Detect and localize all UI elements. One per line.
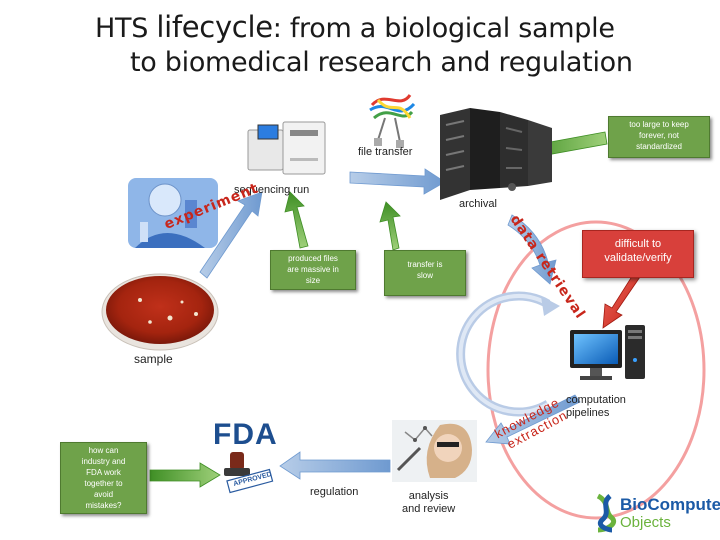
sequencer-icon	[247, 121, 326, 175]
server-racks-icon	[440, 108, 552, 200]
analyst-icon	[392, 420, 477, 482]
file-transfer-label: file transfer	[358, 146, 413, 158]
arrow-computation-to-analysis	[485, 394, 581, 445]
biocompute-logo: BioCompute Objects	[620, 495, 720, 532]
arrow-produced-files	[284, 191, 309, 249]
analysis-review-label: analysis and review	[402, 490, 456, 515]
title-rest: : from a biological sample	[272, 13, 615, 44]
cycle-arrow-icon	[456, 291, 560, 417]
biocompute-logo-icon	[596, 493, 616, 533]
produced-files-box: produced files are massive in size	[270, 250, 356, 290]
arrow-industry-fda	[149, 462, 221, 488]
page-title: HTS lifecycle: from a biological sample …	[95, 10, 655, 80]
highlight-ellipse	[486, 220, 706, 520]
title-line2: to biomedical research and regulation	[130, 47, 633, 78]
validate-box: difficult to validate/verify	[582, 230, 694, 278]
cables-icon	[369, 94, 416, 148]
computation-pipelines-label: computation pipelines	[566, 394, 626, 419]
arrow-sample-to-sequencing	[199, 191, 263, 279]
transfer-slow-box: transfer is slow	[384, 250, 466, 296]
arrow-validate	[602, 269, 643, 329]
sequencing-run-label: sequencing run	[234, 184, 310, 196]
arrow-transfer-slow	[379, 201, 401, 251]
title-lifecycle-word: lifecycle	[156, 10, 273, 44]
arrow-analysis-to-regulation	[279, 451, 391, 480]
sample-label: sample	[134, 352, 173, 366]
computer-icon	[570, 325, 645, 380]
title-prefix: HTS	[95, 13, 157, 44]
approval-stamp-icon	[224, 452, 274, 494]
scientist-icon	[128, 178, 218, 248]
storage-note-box: too large to keep forever, not standardi…	[608, 116, 710, 158]
regulation-label: regulation	[310, 486, 359, 498]
petri-dish-icon	[101, 273, 219, 351]
industry-fda-box: how can industry and FDA work together t…	[60, 442, 147, 514]
arrow-sequencing-to-archival	[349, 168, 446, 195]
fda-logo: FDA	[213, 418, 278, 451]
arrow-archival-to-retrieval	[507, 214, 557, 285]
archival-label: archival	[459, 198, 497, 210]
